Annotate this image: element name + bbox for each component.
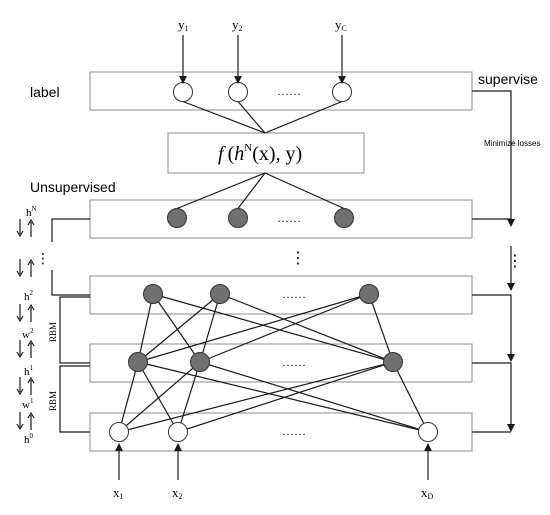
visible-unit <box>168 422 188 442</box>
rbm-weight-line <box>118 361 394 433</box>
down-arrow-icon <box>16 412 24 431</box>
up-arrow-icon <box>27 339 35 358</box>
function-to-hidden-line <box>264 172 345 210</box>
left-bracket-h2 <box>51 270 90 296</box>
output-label-y2: y2 <box>232 17 243 33</box>
ellipsis-label-row: …… <box>277 84 301 98</box>
rbm-weight-line <box>177 361 201 433</box>
axis-label-w1: w1 <box>22 397 34 411</box>
rbm-weight-line <box>199 361 429 433</box>
axis-label-h2: h2 <box>24 289 34 303</box>
ellipsis-hidden-n-row: …… <box>277 211 301 225</box>
down-arrow-icon <box>16 219 24 238</box>
arrows <box>51 35 515 480</box>
left-bracket-rbm-bottom <box>59 365 90 433</box>
hidden-layer-1-box <box>89 343 473 383</box>
loss-function-expression: f(hN(x), y) <box>218 142 302 165</box>
visible-unit <box>109 422 129 442</box>
visible-layer-box <box>89 412 473 452</box>
rbm-label-lower: RBM <box>48 391 58 411</box>
down-arrow-icon <box>16 259 24 278</box>
label-to-function-line <box>237 101 266 134</box>
layer-boxes <box>89 71 473 452</box>
rbm-weight-line <box>219 293 394 363</box>
hidden-layer-n-box <box>89 199 473 239</box>
function-to-hidden-line <box>176 172 266 210</box>
vertical-ellipsis-right: ⋮ <box>507 253 523 270</box>
ellipsis-hidden-2-row: …… <box>282 287 306 301</box>
up-arrow-icon <box>27 411 35 430</box>
rbm-weight-line <box>137 293 154 363</box>
hidden-1-unit <box>128 352 148 372</box>
ellipsis-hidden-1-row: …… <box>282 355 306 369</box>
rbm-weight-line <box>137 361 179 433</box>
rbm-weight-line <box>368 293 394 363</box>
axis-label-hn: hN <box>26 205 37 219</box>
input-label-x1: x1 <box>113 485 124 501</box>
function-to-hidden-line <box>237 172 266 209</box>
hidden-n-unit <box>334 208 354 228</box>
vertical-ellipsis-left: ⋮ <box>36 250 50 266</box>
up-arrow-icon <box>27 303 35 322</box>
rbm-weight-line <box>118 361 139 433</box>
hidden-1-unit <box>190 352 210 372</box>
input-label-x2: x2 <box>172 485 183 501</box>
label-caption: label <box>30 84 60 100</box>
axis-label-h1: h1 <box>24 364 34 378</box>
supervise-caption: supervise <box>478 71 538 87</box>
hidden-n-unit <box>167 208 187 228</box>
supervise-line <box>472 90 515 227</box>
up-down-arrows <box>16 218 35 431</box>
ellipsis-visible-row: …… <box>282 424 306 438</box>
up-arrow-icon <box>27 258 35 277</box>
output-labels: y1 y2 yC <box>178 17 347 33</box>
rbm-weight-line <box>392 361 429 433</box>
up-arrow-icon <box>27 376 35 395</box>
rbm-weight-line <box>199 293 221 363</box>
label-unit <box>228 82 248 102</box>
label-to-function-line <box>182 100 266 134</box>
hidden-1-unit <box>383 352 403 372</box>
down-arrow-icon <box>16 377 24 396</box>
label-layer-box <box>89 71 473 111</box>
label-unit <box>173 82 193 102</box>
right-arrow-h2-to-h1 <box>472 294 515 362</box>
output-label-yc: yC <box>335 17 347 33</box>
up-arrow-icon <box>27 218 35 237</box>
hidden-2-unit <box>210 284 230 304</box>
right-arrow-h1-to-h0 <box>472 362 515 432</box>
input-labels: x1 x2 xD <box>113 485 434 501</box>
input-label-xd: xD <box>421 485 434 501</box>
label-to-function-line <box>264 100 343 134</box>
down-arrow-icon <box>16 340 24 359</box>
minimize-losses-caption: Minimize losses <box>484 139 540 148</box>
axis-label-w2: w2 <box>22 327 34 341</box>
axis-label-h0: h0 <box>24 432 34 446</box>
row-ellipses: …… …… …… …… …… <box>277 84 306 438</box>
rbm-weight-line <box>152 293 394 363</box>
rbm-weight-line <box>152 293 201 363</box>
rbm-label-upper: RBM <box>48 322 58 342</box>
connections <box>118 100 429 433</box>
units <box>109 82 438 442</box>
down-arrow-icon <box>16 304 24 323</box>
rbm-weight-line <box>118 361 201 433</box>
left-axis: hN h2 w2 h1 w1 h0 <box>16 205 37 446</box>
hidden-2-unit <box>359 284 379 304</box>
hidden-n-unit <box>228 208 248 228</box>
left-bracket-rbm-top <box>59 296 90 364</box>
rbm-weight-line <box>199 293 370 363</box>
label-unit <box>332 82 352 102</box>
output-label-y1: y1 <box>178 17 189 33</box>
hidden-2-unit <box>143 284 163 304</box>
vertical-ellipsis-center: ⋮ <box>290 250 306 267</box>
unsupervised-caption: Unsupervised <box>30 179 116 195</box>
rbm-weight-line <box>137 293 221 363</box>
rbm-weight-line <box>177 361 394 433</box>
rbm-weight-line <box>137 293 370 363</box>
visible-unit <box>418 422 438 442</box>
function-box <box>167 132 365 174</box>
left-bracket-hn <box>51 218 90 242</box>
